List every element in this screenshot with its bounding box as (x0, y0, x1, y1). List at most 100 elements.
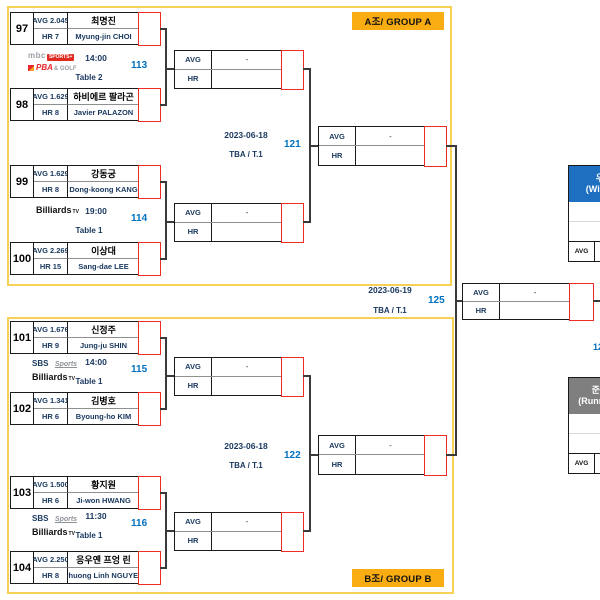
hr-value (212, 70, 282, 89)
bracket-connector (446, 145, 457, 147)
hr-label: HR (319, 146, 356, 165)
bracket-connector (303, 375, 311, 377)
avg-label: AVG (175, 358, 212, 376)
match-115-box: AVG- HR (174, 356, 304, 397)
sbs-logo: SBS (32, 514, 49, 523)
runnerup-name-en: - (569, 434, 600, 453)
winner-header: 우승 (Winner) (569, 166, 600, 202)
mbc-sports-badge: SPORTS+ (46, 54, 75, 61)
bracket-connector (165, 337, 167, 410)
bracket-connector (165, 375, 174, 377)
winner-slot (423, 125, 447, 167)
match-122-box: AVG- HR (318, 434, 447, 476)
match-number: 103 (11, 477, 34, 508)
hr-cell: HR 8 (34, 181, 68, 197)
match-table: Table 1 (75, 226, 103, 235)
player-name-en: Ji-won HWANG (76, 495, 131, 505)
bracket-connector (303, 221, 311, 223)
match-125-number: 125 (428, 295, 445, 306)
avg-value: - (533, 287, 537, 297)
avg-cell: AVG 1.629 (34, 166, 68, 182)
avg-cell: AVG 1.676 (34, 322, 68, 338)
bracket-connector (303, 530, 311, 532)
player-name-kr: 김병호 (68, 393, 139, 409)
avg-cell: AVG 1.341 (34, 393, 68, 409)
billiards-tv-sup: TV (68, 531, 75, 537)
match-time: 14:00 (85, 53, 107, 63)
avg-cell: AVG 1.629 (34, 89, 68, 105)
avg-label: AVG (175, 51, 212, 69)
match-101-box: 101 AVG 1.676 신정주 HR 9 Jung-ju SHIN (10, 320, 161, 355)
runnerup-avg-label: AVG (569, 454, 595, 473)
bracket-connector (593, 300, 600, 302)
match-125-venue: TBA / T.1 (373, 306, 407, 315)
hr-value (500, 302, 570, 320)
winner-slot (137, 550, 161, 585)
hr-value (212, 223, 282, 242)
match-table: Table 1 (75, 531, 103, 540)
winner-slot (137, 391, 161, 426)
match-125-box: AVG- HR (462, 282, 594, 321)
winner-slot (137, 475, 161, 510)
match-time: 11:30 (85, 511, 107, 521)
billiards-tv-sup: TV (68, 376, 75, 382)
winner-name-kr: - (569, 202, 600, 222)
hr-label: HR (175, 222, 212, 241)
match-99-box: 99 AVG 1.629 강동궁 HR 8 Dong-koong KANG (10, 164, 161, 199)
winner-title-en: (Winner) (585, 184, 600, 194)
match-122-number: 122 (284, 450, 301, 461)
hr-label: HR (175, 69, 212, 88)
bracket-connector (160, 337, 167, 339)
bracket-connector (455, 300, 462, 302)
match-table: Table 1 (75, 377, 103, 386)
match-100-box: 100 AVG 2.269 이상대 HR 15 Sang-dae LEE (10, 241, 161, 276)
avg-cell: AVG 2.269 (34, 243, 68, 259)
match-121-date: 2023-06-18 (224, 130, 268, 140)
winner-slot (280, 202, 304, 243)
pba-logo: PBA (36, 63, 53, 72)
bracket-connector (160, 408, 167, 410)
winner-name-en: - (569, 222, 600, 241)
edge-match-number: 12 (593, 342, 600, 352)
bracket-connector (160, 181, 167, 183)
avg-value: - (389, 440, 392, 450)
match-113-box: AVG - HR (174, 49, 304, 90)
match-122-date: 2023-06-18 (224, 441, 268, 451)
match-114-box: AVG - HR (174, 202, 304, 243)
bracket-connector (165, 68, 174, 70)
player-name-kr: 이상대 (68, 243, 139, 259)
player-name-kr: 강동궁 (68, 166, 139, 182)
match-113-number: 113 (131, 60, 148, 71)
runnerup-name-kr: - (569, 414, 600, 434)
mbc-logo: mbc (28, 51, 46, 60)
billiards-tv-logo: Billiards (32, 527, 68, 537)
hr-value (356, 455, 425, 474)
avg-value: - (245, 208, 249, 218)
billiards-tv-logo: Billiards (32, 372, 68, 382)
runnerup-box: 준우승 (Runner-up) - - AVG (568, 377, 600, 474)
player-name-kr: 하비에르 팔라곤 (68, 89, 139, 105)
hr-label: HR (175, 376, 212, 395)
winner-title-kr: 우승 (595, 172, 600, 183)
pba-icon (28, 65, 34, 71)
winner-avg-label: AVG (569, 242, 595, 261)
pba-golf-logo: & GOLF (53, 66, 77, 72)
match-number: 100 (11, 243, 34, 274)
match-table: Table 2 (75, 73, 103, 82)
match-115-number: 115 (131, 364, 148, 375)
sbs-sports-logo: Sports (54, 516, 78, 523)
group-a-badge: A조/ GROUP A (352, 12, 444, 30)
player-name-kr: 신정주 (68, 322, 139, 338)
bracket-connector (309, 375, 311, 532)
group-b-badge: B조/ GROUP B (352, 569, 444, 587)
avg-value: - (245, 55, 249, 65)
player-name-en: Sang-dae LEE (78, 261, 129, 271)
winner-slot (137, 87, 161, 122)
bracket-connector (160, 258, 167, 260)
avg-label: AVG (175, 204, 212, 222)
winner-slot (137, 164, 161, 199)
player-name-en: Byoung-ho KIM (75, 411, 132, 421)
player-name-en: Myung-jin CHOI (75, 31, 132, 41)
avg-value: - (245, 517, 249, 527)
